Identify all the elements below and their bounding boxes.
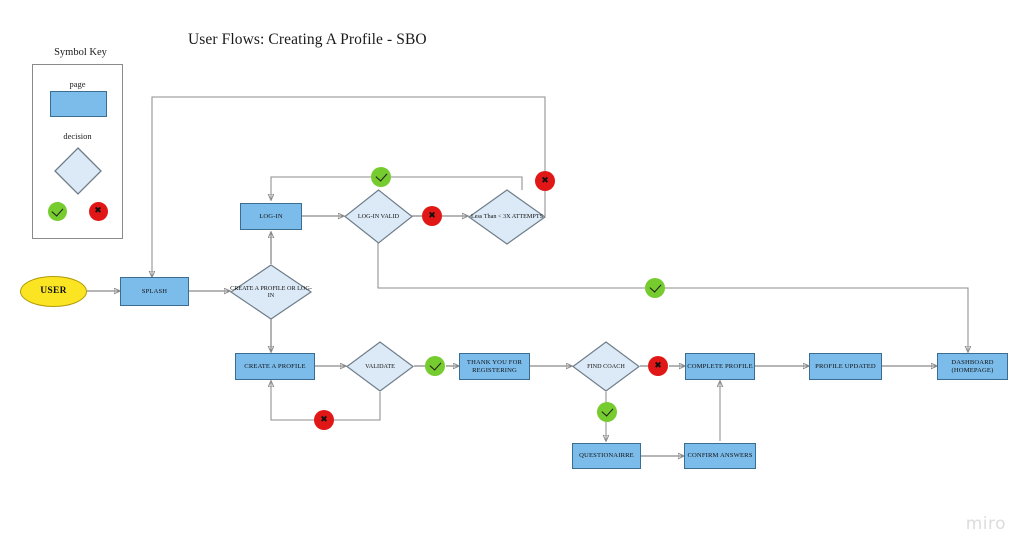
node-dashboard[interactable]: DASHBOARD (HOMEPAGE) xyxy=(937,353,1008,380)
node-login-valid[interactable]: LOG-IN VALID xyxy=(344,189,413,244)
marker-validate-no-cross-icon xyxy=(314,410,334,430)
marker-find-coach-no-cross-icon xyxy=(648,356,668,376)
wire-valid-yes-dashboard xyxy=(377,243,968,352)
symbol-key-panel: page decision xyxy=(32,64,123,239)
symbol-key-page-label: page xyxy=(69,79,86,89)
node-user[interactable]: USER xyxy=(20,276,87,307)
cross-icon xyxy=(88,202,108,221)
node-create-a-profile[interactable]: CREATE A PROFILE xyxy=(235,353,315,380)
check-icon xyxy=(47,202,67,221)
node-questionairre[interactable]: QUESTIONAIRRE xyxy=(572,443,641,469)
symbol-key-decision-shape xyxy=(54,147,102,195)
marker-login-valid-no-cross-icon xyxy=(422,206,442,226)
node-less-than-3x-attempts[interactable]: Less Than < 3X ATTEMPTS xyxy=(467,189,547,245)
node-thank-you[interactable]: THANK YOU FOR REGISTERING xyxy=(459,353,530,380)
node-login[interactable]: LOG-IN xyxy=(240,203,302,230)
marker-attempts-no-cross-icon xyxy=(535,171,555,191)
node-complete-profile[interactable]: COMPLETE PROFILE xyxy=(685,353,755,380)
marker-validate-yes-check-icon xyxy=(425,356,445,376)
marker-attempts-yes-check-icon xyxy=(371,167,391,187)
node-find-coach[interactable]: FIND COACH xyxy=(571,341,641,392)
node-confirm-answers[interactable]: CONFIRM ANSWERS xyxy=(684,443,756,469)
node-splash[interactable]: SPLASH xyxy=(120,277,189,306)
page-title: User Flows: Creating A Profile - SBO xyxy=(188,31,427,48)
wire-attempts-to-splash xyxy=(152,96,546,277)
node-profile-updated[interactable]: PROFILE UPDATED xyxy=(809,353,882,380)
symbol-key-page-shape xyxy=(50,91,107,117)
node-validate[interactable]: VALIDATE xyxy=(345,341,415,392)
symbol-key-markers xyxy=(33,202,122,221)
node-create-or-login[interactable]: CREATE A PROFILE OR LOG-IN xyxy=(229,264,313,320)
symbol-key-decision-label: decision xyxy=(63,131,92,141)
miro-watermark: miro xyxy=(965,514,1006,534)
marker-login-valid-yes-check-icon xyxy=(645,278,665,298)
symbol-key-title: Symbol Key xyxy=(54,47,107,58)
marker-find-coach-yes-check-icon xyxy=(597,402,617,422)
